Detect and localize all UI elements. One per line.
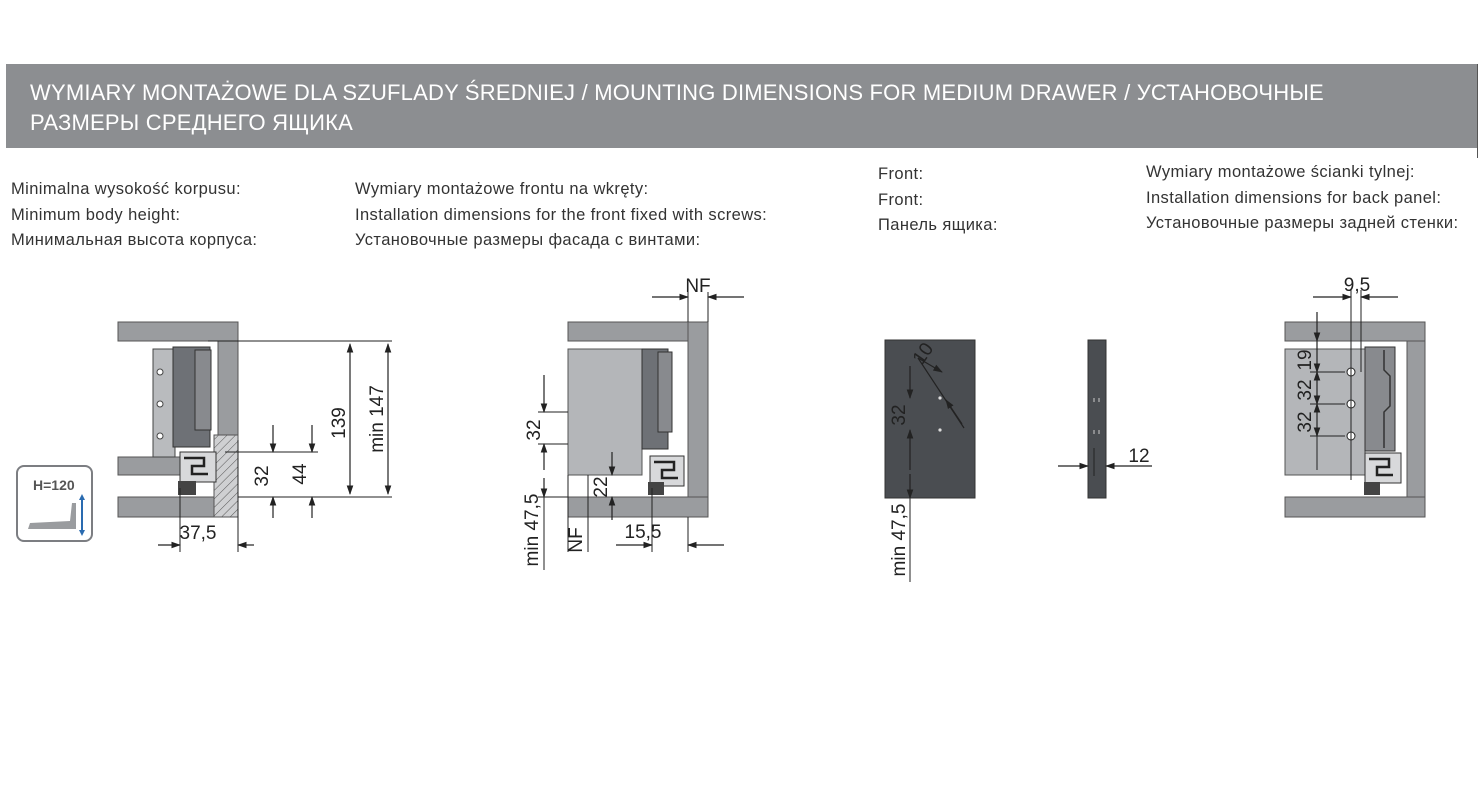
page-title-line-1: WYMIARY MONTAŻOWE DLA SZUFLADY ŚREDNIEJ … [30,80,1324,105]
dim-label-139: 139 [329,407,350,439]
dim-label-32: 32 [889,404,910,425]
dim-label-32-lower: 32 [1295,411,1316,432]
dim-label-min-47-5: min 47,5 [522,494,543,567]
dim-label-44: 44 [290,463,311,485]
dim-label-12: 12 [1128,446,1149,467]
section-front-screws-caption: Wymiary montażowe frontu na wkręty: Inst… [355,177,767,254]
body-height-drawing: 37,5 32 44 139 min 147 [117,321,392,552]
caption-line-en: Installation dimensions for the front fi… [355,205,768,224]
dim-label-nf-top: NF [685,276,710,297]
banner-edge-line [1477,64,1478,158]
caption-line-ru: Минимальная высота корпуса: [11,231,258,249]
drawer-height-icon [28,494,85,536]
dim-label-32-upper: 32 [1295,379,1316,400]
caption-line-pl: Front: [878,165,924,183]
back-panel-drawing: 9,5 19 32 32 [1284,275,1426,518]
section-back-panel-caption: Wymiary montażowe ścianki tylnej: Instal… [1146,160,1458,237]
page-header-banner: WYMIARY MONTAŻOWE DLA SZUFLADY ŚREDNIEJ … [6,64,1478,148]
front-panel-drawing: 10 32 min 47,5 [884,339,976,582]
front-panel-side-drawing: 12 [1058,339,1152,499]
front-screws-drawing: NF 32 min 47,5 NF 22 15,5 [522,276,744,570]
caption-line-pl: Minimalna wysokość korpusu: [11,180,241,198]
caption-line-en: Front: [878,190,924,209]
caption-line-en: Installation dimensions for back panel: [1146,188,1442,207]
section-min-body-height-caption: Minimalna wysokość korpusu: Minimum body… [11,177,257,254]
dim-label-min-147: min 147 [367,385,388,453]
caption-line-en: Minimum body height: [11,205,181,224]
dim-label-32: 32 [524,419,545,440]
height-badge-label: H=120 [33,477,75,493]
dim-label-19: 19 [1295,349,1316,370]
dim-label-min-47-5: min 47,5 [889,504,910,577]
caption-line-ru: Панель ящика: [878,216,998,234]
dim-label-15-5: 15,5 [625,522,662,543]
caption-line-ru: Установочные размеры фасада с винтами: [355,231,701,249]
dim-label-9-5: 9,5 [1344,275,1370,296]
section-front-caption: Front: Front: Панель ящика: [878,162,998,239]
page-title-line-2: РАЗМЕРЫ СРЕДНЕГО ЯЩИКА [30,110,353,135]
height-badge: H=120 [16,465,93,542]
dim-label-nf-bottom: NF [566,527,587,552]
dim-label-32: 32 [252,465,273,486]
dim-label-22: 22 [591,476,612,497]
caption-line-pl: Wymiary montażowe frontu na wkręty: [355,180,649,198]
dim-label-37-5: 37,5 [180,523,217,544]
caption-line-ru: Установочные размеры задней стенки: [1146,214,1459,232]
caption-line-pl: Wymiary montażowe ścianki tylnej: [1146,163,1415,181]
